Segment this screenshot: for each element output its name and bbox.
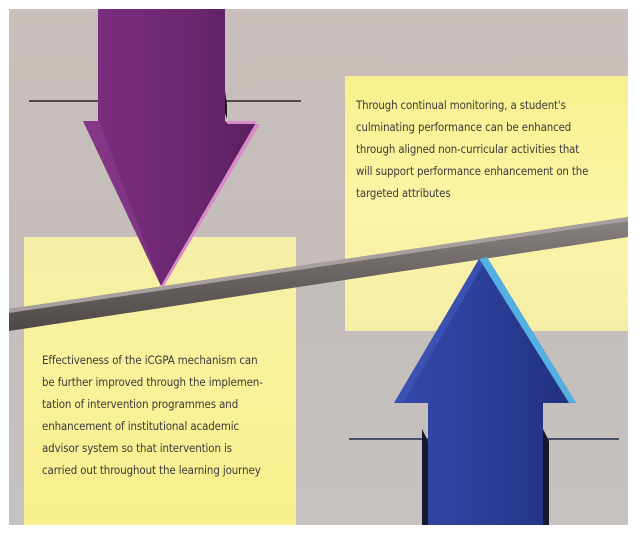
up-arrow-edge-highlight (479, 257, 576, 403)
down-arrow (29, 9, 301, 286)
up-arrow-shadow-left (422, 429, 428, 525)
divider-bar-top-highlight (9, 217, 628, 313)
down-arrow-left-face (83, 121, 161, 286)
top-right-callout-text: Through continual monitoring, a student'… (356, 99, 589, 200)
divider-bar-shape (9, 217, 628, 331)
bottom-left-callout-text: Effectiveness of the iCGPA mechanism can… (42, 353, 263, 477)
up-arrow-shadow-right (543, 429, 549, 525)
divider-bar (9, 217, 628, 331)
down-arrow-body (83, 9, 257, 286)
up-arrow-body (394, 257, 576, 525)
down-arrow-edge-highlight (161, 121, 260, 286)
up-arrow-left-face (394, 259, 483, 403)
diagram-frame: Through continual monitoring, a student'… (9, 9, 628, 525)
arrows-illustration (9, 9, 628, 525)
up-arrow (349, 257, 619, 525)
